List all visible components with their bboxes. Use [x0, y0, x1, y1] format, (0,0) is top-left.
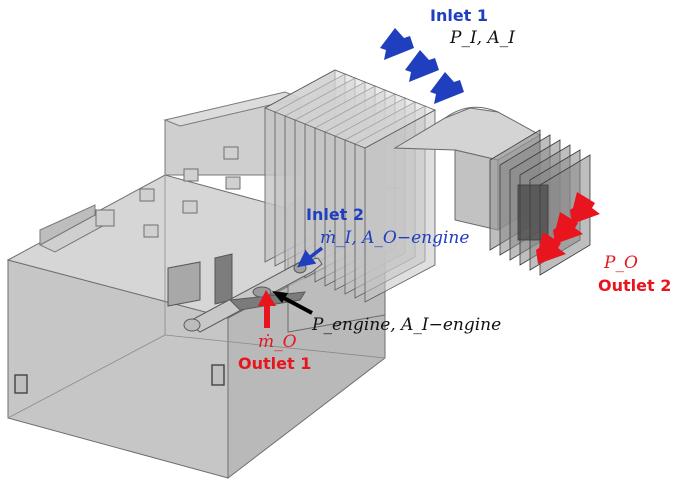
inlet1-label: Inlet 1	[430, 6, 489, 25]
engine-pointer	[272, 291, 313, 315]
inlet1-params: P_I, A_I	[450, 28, 515, 48]
inlet2-params: ṁ_I, A_O−engine	[320, 228, 470, 248]
inlet1-baffles	[264, 69, 436, 303]
side-windows	[14, 364, 225, 394]
inlet1-arrows	[380, 28, 464, 104]
inlet1-arrow	[380, 28, 414, 60]
outlet1-params: ṁ_O	[258, 332, 297, 352]
outlet1-arrow	[258, 290, 276, 328]
engine-params: P_engine, A_I−engine	[312, 315, 502, 335]
inlet2-label: Inlet 2	[306, 205, 365, 224]
outlet2-arrow	[553, 212, 583, 244]
outlet2-baffles	[489, 129, 591, 276]
outlet1-label: Outlet 1	[238, 354, 312, 373]
outlet2-label: Outlet 2	[598, 276, 672, 295]
outlet2-arrow	[570, 192, 600, 224]
inlet1-arrow	[430, 72, 464, 104]
outlet2-arrows	[536, 192, 610, 264]
inlet1-arrow	[405, 50, 439, 82]
roof-vents	[95, 146, 241, 238]
outlet2-arrow	[536, 232, 566, 264]
inlet2-arrow	[297, 246, 324, 268]
outlet2-params: P_O	[604, 253, 638, 273]
